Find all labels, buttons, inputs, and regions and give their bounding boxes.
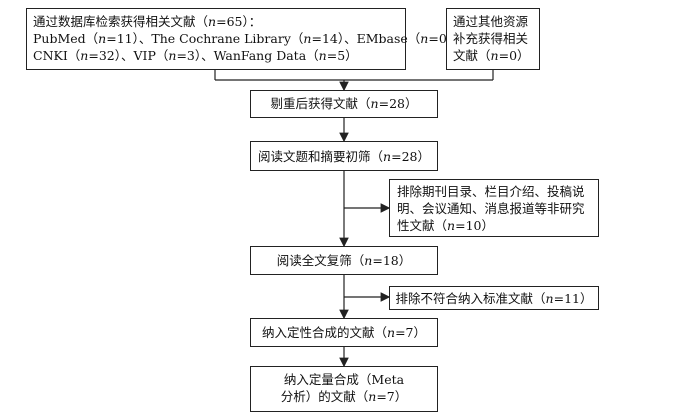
other-sources-box: 通过其他资源 补充获得相关 文献（n=0） (446, 8, 540, 70)
database-search-box: 通过数据库检索获得相关文献（n=65）： PubMed（n=11）、The Co… (26, 8, 466, 70)
qualitative-label: 纳入定性合成的文献（n=7） (261, 325, 426, 340)
excluded-nonresearch-box: 排除期刊目录、栏目介绍、投稿说 明、会议通知、消息报道等非研究 性文献（n=10… (389, 179, 599, 237)
deduplicated-box: 剔重后获得文献（n=28） (250, 90, 438, 118)
title-abstract-label: 阅读文题和摘要初筛（n=28） (258, 149, 430, 164)
excluded-1-line-2: 明、会议通知、消息报道等非研究 (397, 201, 585, 216)
other-sources-line-3: 文献（n=0） (453, 48, 530, 63)
deduplicated-label: 剔重后获得文献（n=28） (270, 96, 418, 111)
qualitative-synthesis-box: 纳入定性合成的文献（n=7） (250, 318, 438, 347)
excluded-1-line-1: 排除期刊目录、栏目介绍、投稿说 (397, 184, 585, 199)
title-abstract-screening-box: 阅读文题和摘要初筛（n=28） (250, 141, 438, 171)
excluded-2-label: 排除不符合纳入标准文献（n=11） (395, 291, 593, 306)
db-search-line-1: 通过数据库检索获得相关文献（n=65）： (33, 14, 262, 29)
fulltext-label: 阅读全文复筛（n=18） (276, 253, 412, 268)
quantitative-line-2: 分析）的文献（n=7） (280, 389, 408, 404)
db-search-line-3: CNKI（n=32）、VIP（n=3）、WanFang Data（n=5） (33, 48, 358, 63)
excluded-criteria-box: 排除不符合纳入标准文献（n=11） (389, 286, 599, 310)
db-search-line-2: PubMed（n=11）、The Cochrane Library（n=14）、… (33, 31, 466, 46)
fulltext-screening-box: 阅读全文复筛（n=18） (250, 246, 438, 275)
quantitative-line-1: 纳入定量合成（Meta (283, 372, 405, 387)
excluded-1-line-3: 性文献（n=10） (397, 218, 494, 233)
quantitative-synthesis-box: 纳入定量合成（Meta 分析）的文献（n=7） (250, 366, 438, 412)
other-sources-line-2: 补充获得相关 (453, 31, 529, 46)
other-sources-line-1: 通过其他资源 (453, 14, 529, 29)
